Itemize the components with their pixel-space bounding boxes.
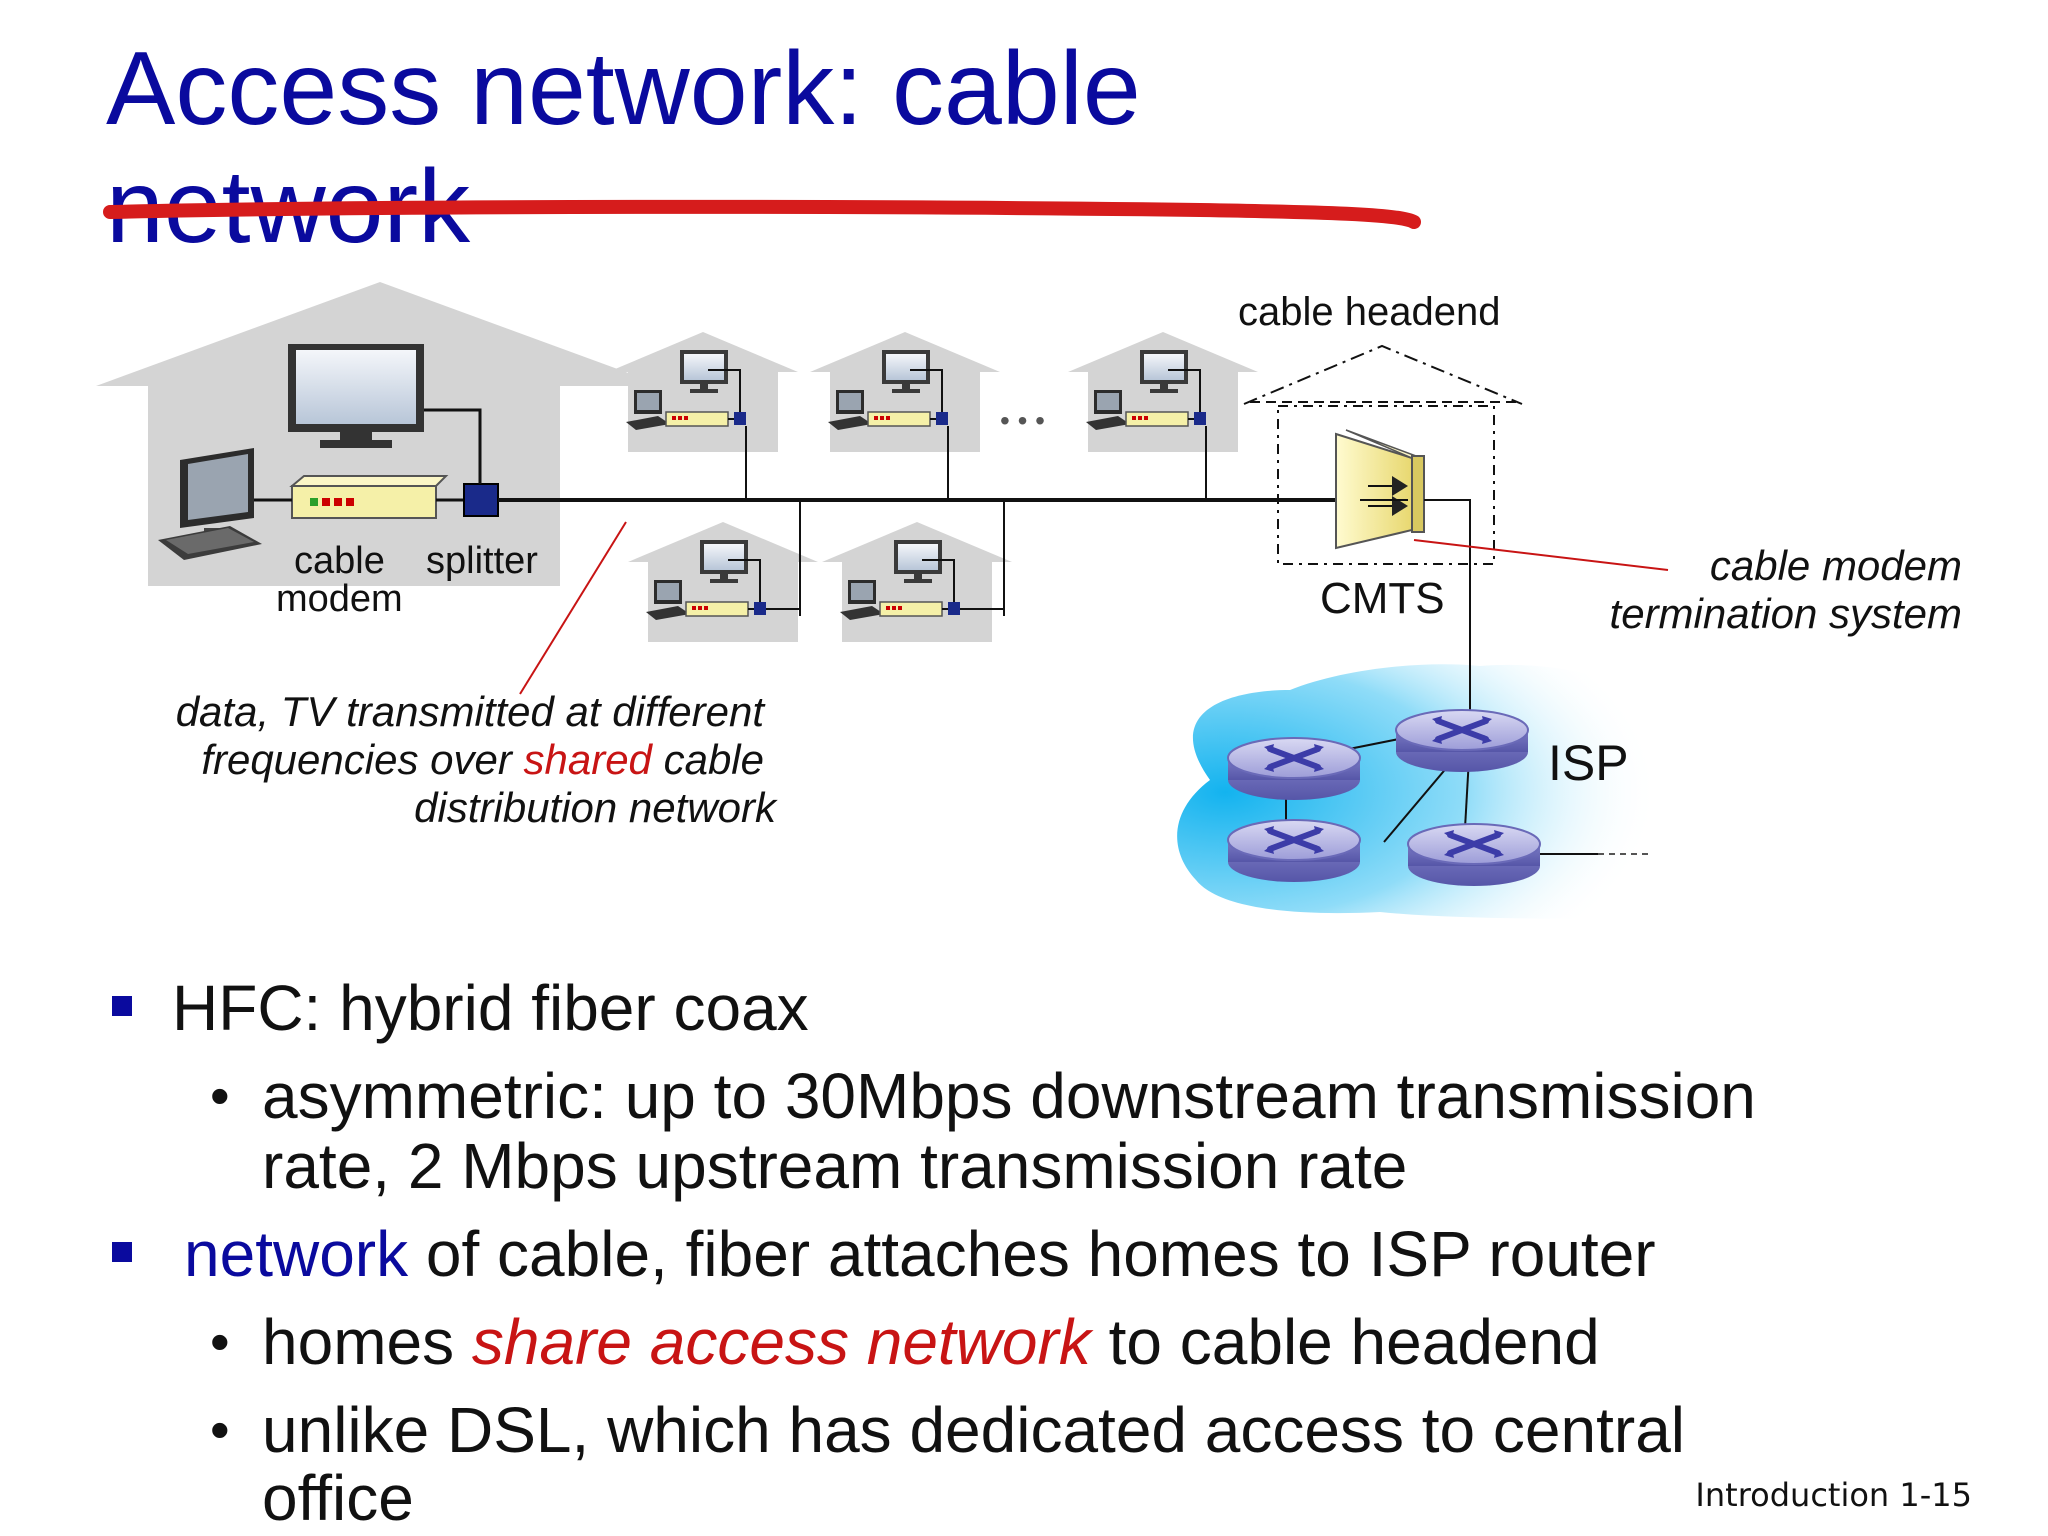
bullet-asymmetric-line2: rate, 2 Mbps upstream transmission rate bbox=[262, 1130, 1408, 1202]
home-top-1 bbox=[607, 331, 799, 500]
bullet-unlike-dsl-line1: unlike DSL, which has dedicated access t… bbox=[262, 1394, 1685, 1466]
cable-headend-label: cable headend bbox=[1238, 290, 1501, 334]
isp-label: ISP bbox=[1548, 735, 1629, 791]
cable-modem-label-line1: cable bbox=[294, 540, 385, 582]
home-bottom-1 bbox=[627, 500, 819, 643]
bullet-homes-share: homes share access network to cable head… bbox=[262, 1304, 1600, 1380]
bullet-homes-c: to cable headend bbox=[1090, 1306, 1600, 1378]
shared-note-emphasis: shared bbox=[523, 736, 652, 783]
bullet-dot-icon: • bbox=[210, 1064, 230, 1127]
cable-headend bbox=[1243, 344, 1523, 565]
router-icon-3 bbox=[1228, 820, 1360, 882]
router-icon-1 bbox=[1228, 738, 1360, 800]
router-icon-4 bbox=[1408, 824, 1540, 886]
bullet-network-rest: of cable, fiber attaches homes to ISP ro… bbox=[408, 1218, 1656, 1290]
red-strikethrough-mark bbox=[103, 199, 1421, 229]
cable-modem-label-line2: modem bbox=[276, 578, 403, 620]
bullet-hfc: HFC: hybrid fiber coax bbox=[172, 972, 809, 1044]
shared-note-line2-a: frequencies over bbox=[201, 736, 524, 783]
shared-note-line2: frequencies over shared cable bbox=[100, 736, 776, 784]
bullet-dot-icon: • bbox=[210, 1398, 230, 1461]
cable-modem-icon bbox=[289, 475, 449, 519]
bullet-homes-a: homes bbox=[262, 1306, 472, 1378]
bullet-unlike-dsl-line2: office bbox=[262, 1462, 414, 1534]
desktop-computer-icon bbox=[158, 448, 262, 560]
home-bottom-2 bbox=[821, 500, 1013, 643]
cmts-icon bbox=[1335, 429, 1425, 550]
shared-note-line2-c: cable bbox=[651, 736, 764, 783]
tv-icon bbox=[288, 344, 424, 448]
bullet-square-icon bbox=[112, 1242, 132, 1262]
bullet-square-icon bbox=[112, 996, 132, 1016]
shared-note-line3: distribution network bbox=[414, 784, 776, 831]
bullet-dot-icon: • bbox=[210, 1310, 230, 1373]
bullet-network: network of cable, fiber attaches homes t… bbox=[184, 1216, 1656, 1292]
ellipsis-label: • • • bbox=[1000, 405, 1045, 436]
cmts-annotation-pointer bbox=[1413, 539, 1669, 571]
cmts-description-line2: termination system bbox=[1609, 590, 1962, 637]
home-top-2 bbox=[809, 331, 1001, 500]
home-top-3 bbox=[1067, 331, 1259, 500]
shared-annotation-pointer bbox=[519, 521, 627, 695]
router-icon-2 bbox=[1396, 710, 1528, 772]
slide-footer: Introduction 1-15 bbox=[1695, 1476, 1972, 1514]
shared-network-note: data, TV transmitted at different freque… bbox=[100, 688, 776, 832]
bullet-homes-emphasis: share access network bbox=[471, 1306, 1091, 1378]
splitter-label: splitter bbox=[426, 540, 538, 582]
big-home bbox=[96, 282, 664, 586]
title-line-1: Access network: cable bbox=[106, 31, 1141, 147]
bullet-network-keyword: network bbox=[184, 1218, 409, 1290]
shared-note-line1: data, TV transmitted at different bbox=[175, 688, 764, 735]
splitter-icon bbox=[463, 483, 499, 517]
bullet-asymmetric-line1: asymmetric: up to 30Mbps downstream tran… bbox=[262, 1060, 1756, 1132]
cmts-label: CMTS bbox=[1320, 574, 1445, 623]
cmts-description-line1: cable modem bbox=[1709, 542, 1962, 589]
